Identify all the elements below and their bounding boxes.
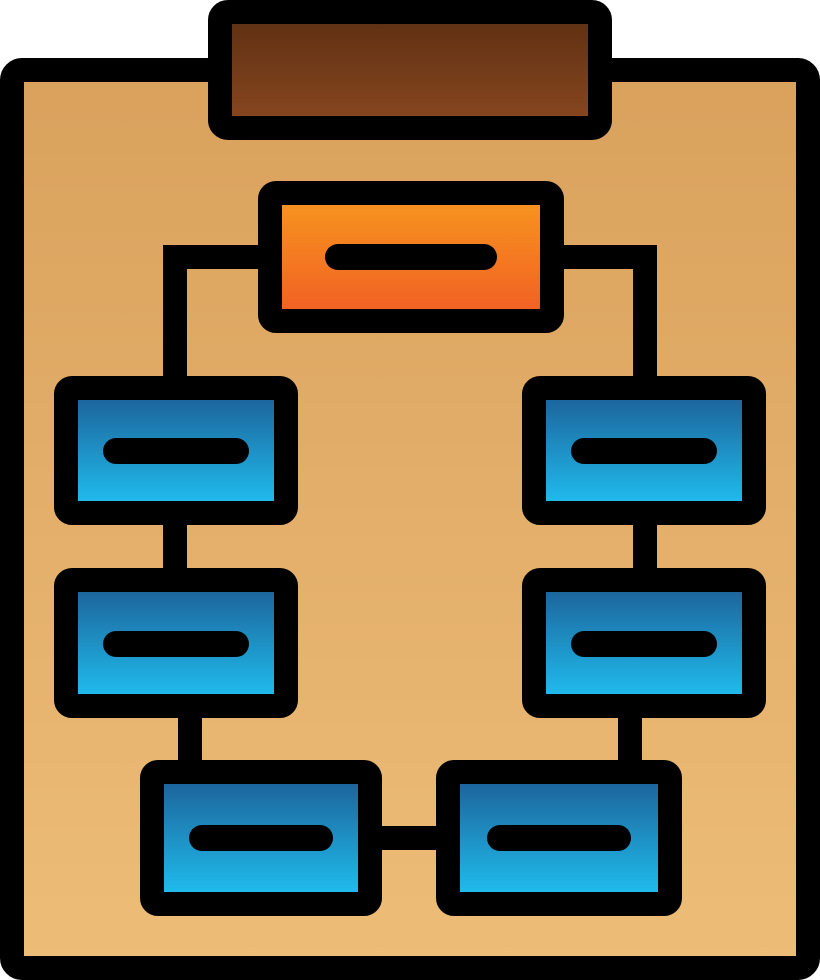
child-node-right-2 [522,568,766,718]
connector-root-right [540,245,657,400]
child-node-left-2 [54,568,298,718]
child-node-right-1 [522,376,766,525]
clipboard-clip [208,0,612,140]
child-node-bottom-right [436,760,682,916]
child-node-bottom-left [140,760,382,916]
connector-root-left [163,245,282,400]
root-node [258,181,564,333]
child-node-left-1 [54,376,298,525]
